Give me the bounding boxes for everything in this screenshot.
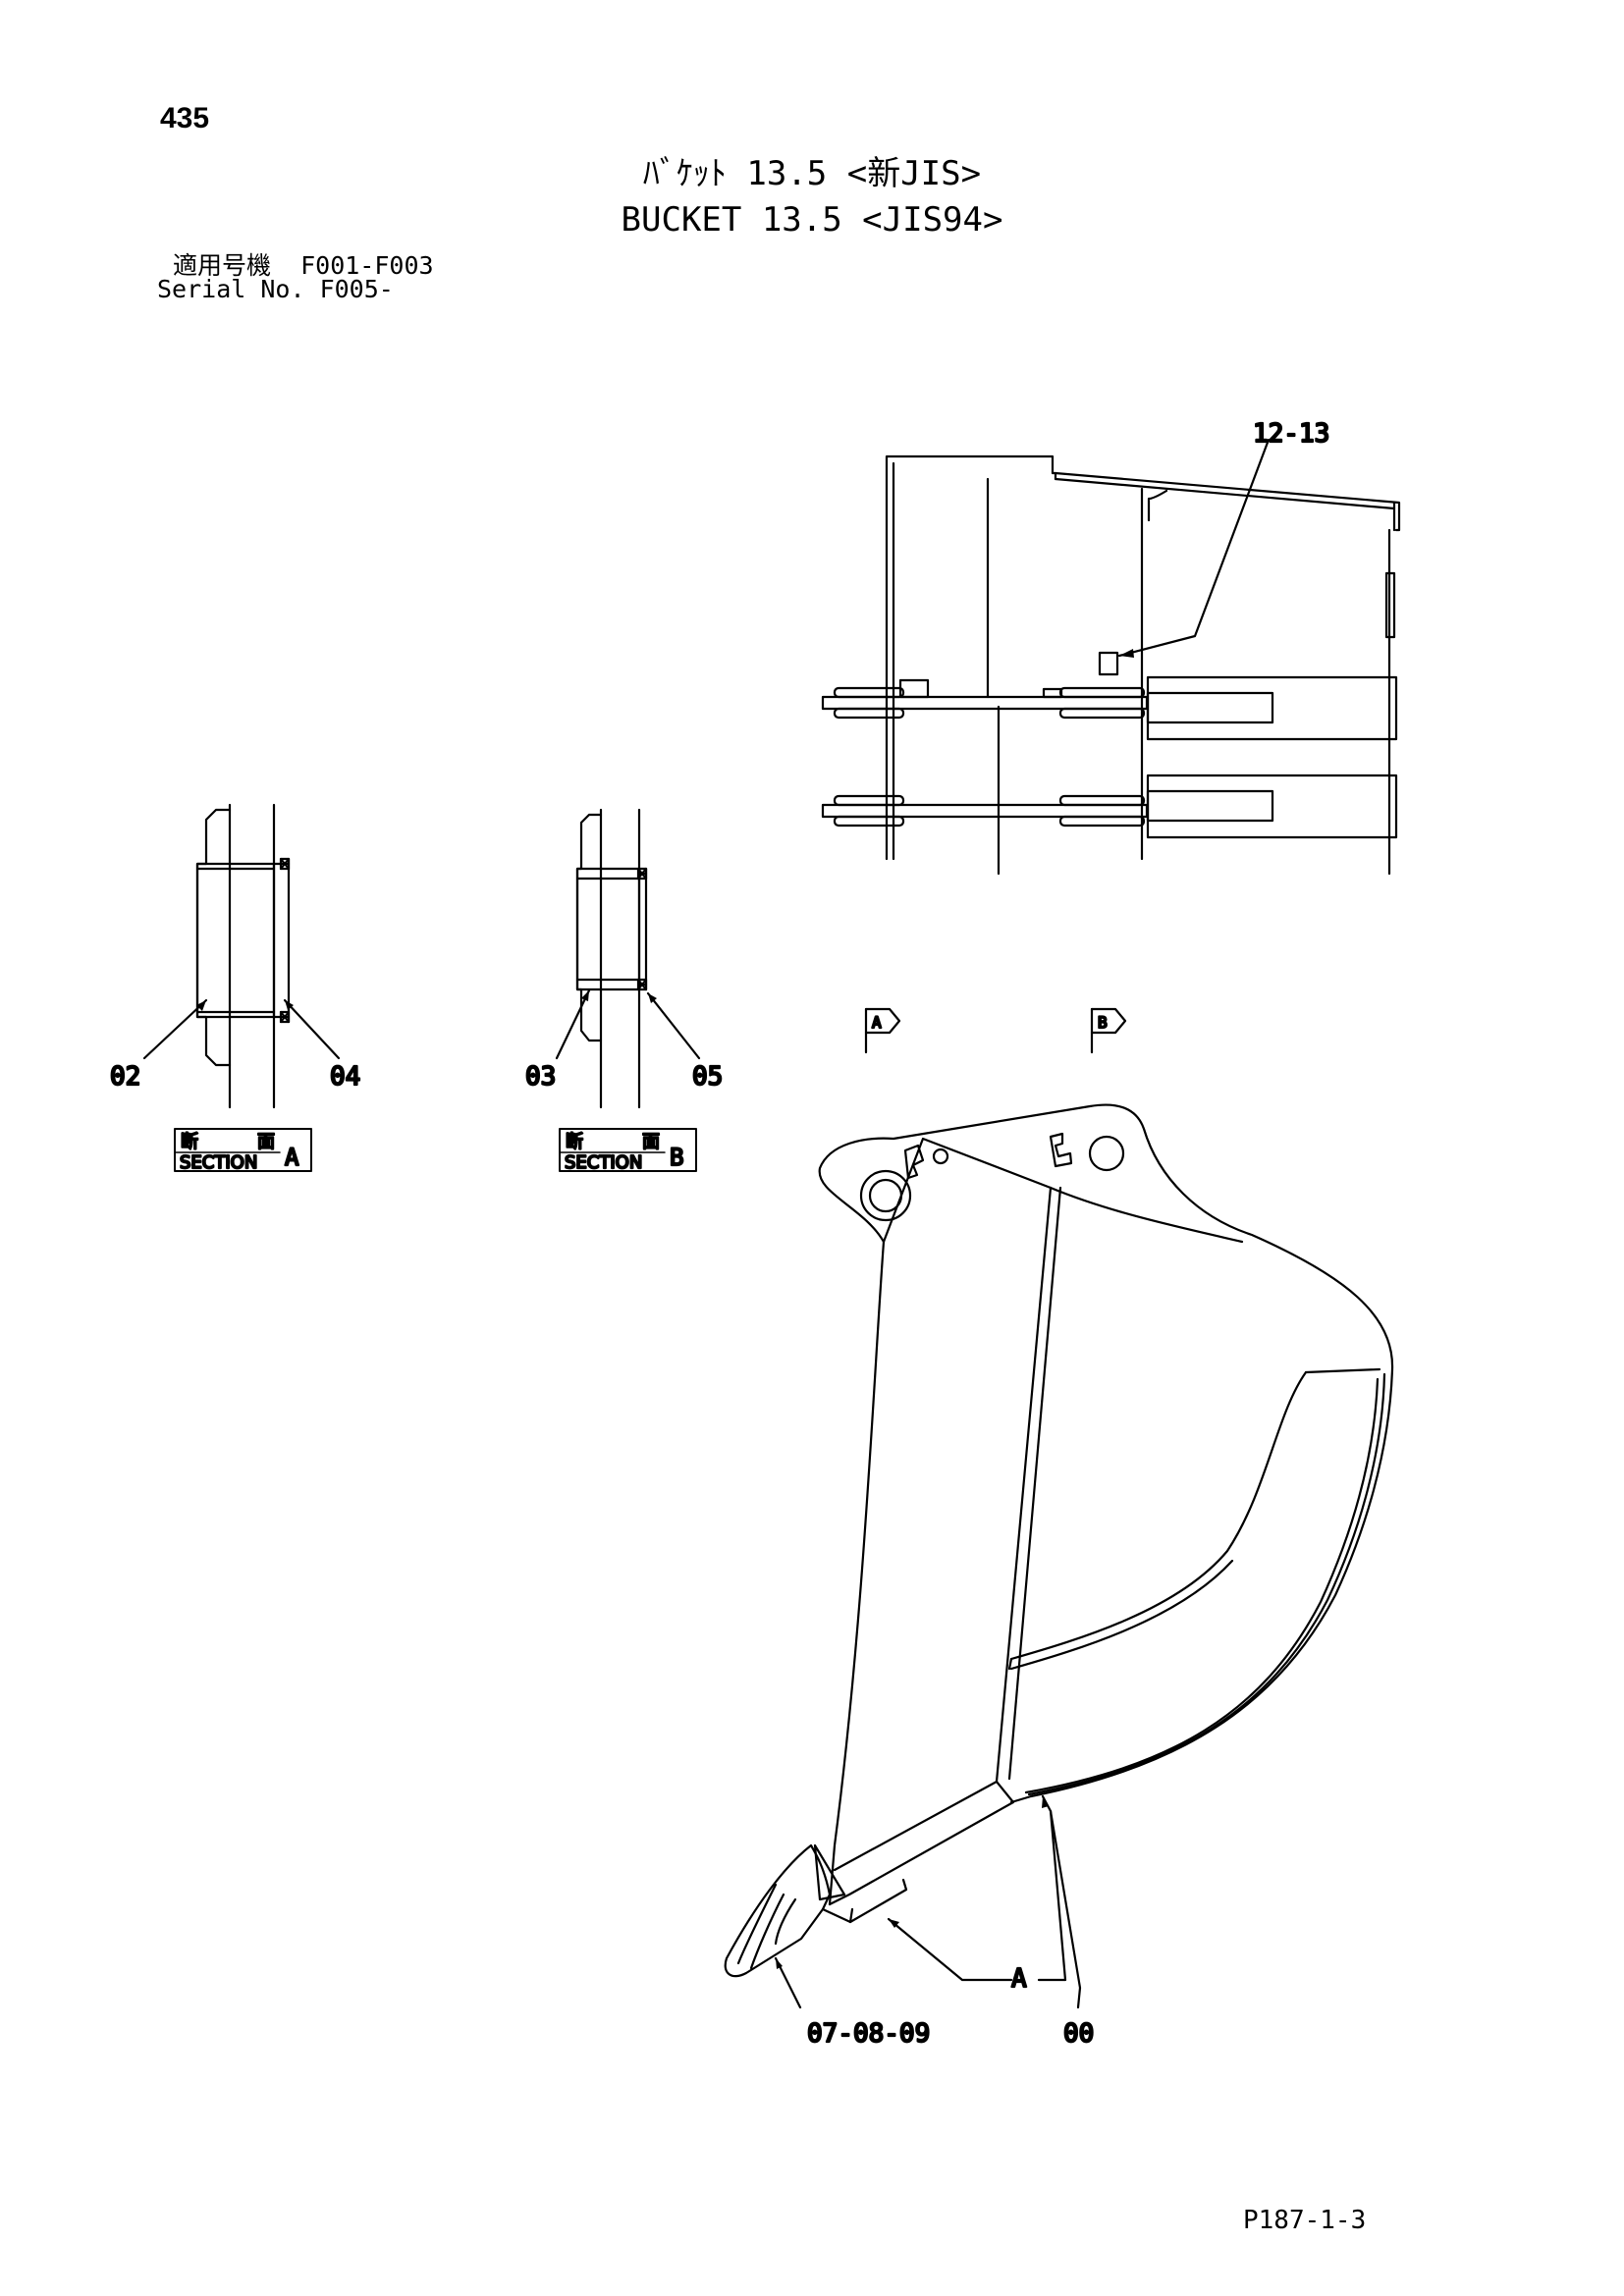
svg-text:B: B — [1098, 1013, 1108, 1032]
callout-03: 03 — [525, 1062, 556, 1092]
svg-text:SECTION: SECTION — [180, 1152, 257, 1173]
section-b-detail — [555, 808, 701, 1109]
section-b-label: 断 面 SECTION B — [559, 1128, 697, 1174]
svg-text:A: A — [285, 1144, 299, 1171]
title-japanese: ﾊﾞｹｯﾄ 13.5 <新JIS> — [642, 154, 982, 193]
bucket-side-view — [724, 1103, 1394, 2009]
title-english: BUCKET 13.5 <JIS94> — [621, 200, 1003, 240]
view-marker-b: B — [1090, 1007, 1127, 1054]
callout-12-13: 12-13 — [1253, 419, 1329, 449]
svg-text:断: 断 — [566, 1132, 583, 1152]
bucket-top-view — [821, 438, 1401, 876]
callout-07-08-09: 07-08-09 — [807, 2019, 930, 2049]
section-a-detail — [142, 803, 341, 1109]
page-number: 435 — [160, 102, 210, 134]
page-reference: P187-1-3 — [1243, 2206, 1367, 2235]
serial-number: Serial No. F005- — [157, 275, 394, 303]
svg-text:SECTION: SECTION — [565, 1152, 642, 1173]
svg-text:B: B — [670, 1144, 683, 1171]
svg-text:A: A — [872, 1013, 882, 1032]
callout-02: 02 — [110, 1062, 140, 1092]
svg-text:面: 面 — [642, 1132, 660, 1152]
callout-04: 04 — [330, 1062, 360, 1092]
svg-text:断: 断 — [181, 1132, 198, 1152]
callout-05: 05 — [692, 1062, 723, 1092]
svg-text:面: 面 — [257, 1132, 275, 1152]
section-a-label: 断 面 SECTION A — [174, 1128, 312, 1174]
view-marker-a: A — [864, 1007, 901, 1054]
applicable-models: 適用号機 F001-F003 — [173, 251, 434, 280]
callout-a: A — [1011, 1964, 1027, 1994]
callout-00: 00 — [1063, 2019, 1094, 2049]
